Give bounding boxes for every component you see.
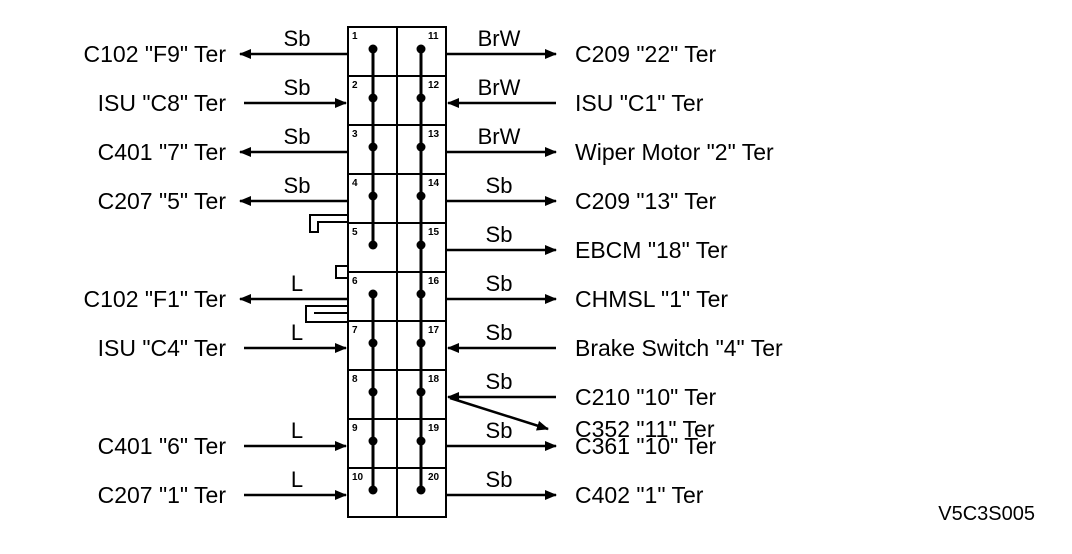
- terminal-label: C207 "1" Ter: [98, 482, 227, 508]
- wire-color-label: Sb: [284, 173, 311, 198]
- wire-color-label: BrW: [478, 75, 521, 100]
- terminal-label: ISU "C4" Ter: [98, 335, 227, 361]
- pin-number: 15: [428, 227, 440, 238]
- jumper-bracket: [335, 265, 348, 279]
- terminal-label: C209 "22" Ter: [575, 41, 717, 67]
- pin-number: 13: [428, 129, 440, 140]
- wire-color-label: Sb: [486, 369, 513, 394]
- terminal-label: C207 "5" Ter: [98, 188, 227, 214]
- wire-color-label: BrW: [478, 26, 521, 51]
- pin-number: 19: [428, 423, 440, 434]
- pin-number: 1: [352, 31, 358, 42]
- pin-number: 5: [352, 227, 358, 238]
- pin-number: 14: [428, 178, 440, 189]
- jumper-bracket: [305, 305, 348, 323]
- pin-number: 20: [428, 472, 440, 483]
- wire-color-label: L: [291, 467, 303, 492]
- wire-color-label: Sb: [284, 75, 311, 100]
- wire-color-label: L: [291, 418, 303, 443]
- terminal-label: Wiper Motor "2" Ter: [575, 139, 774, 165]
- terminal-label: ISU "C8" Ter: [98, 90, 227, 116]
- pin-number: 18: [428, 374, 440, 385]
- pin-number: 7: [352, 325, 358, 336]
- terminal-label: EBCM "18" Ter: [575, 237, 728, 263]
- terminal-label: C102 "F9" Ter: [84, 41, 227, 67]
- connector-cells: [348, 75, 446, 469]
- terminal-label: C402 "1" Ter: [575, 482, 704, 508]
- pin-number: 12: [428, 80, 440, 91]
- terminal-label: CHMSL "1" Ter: [575, 286, 728, 312]
- pin-number: 4: [352, 178, 358, 189]
- terminal-label: C210 "10" Ter: [575, 384, 717, 410]
- wire-color-label: Sb: [486, 271, 513, 296]
- pin-number: 3: [352, 129, 358, 140]
- pin-number: 9: [352, 423, 358, 434]
- wire-color-label: Sb: [486, 418, 513, 443]
- pin-number: 17: [428, 325, 440, 336]
- wire-color-label: L: [291, 320, 303, 345]
- pin-number: 16: [428, 276, 440, 287]
- terminal-label: C401 "7" Ter: [98, 139, 227, 165]
- pin-number: 6: [352, 276, 358, 287]
- wire-color-label: L: [291, 271, 303, 296]
- wire-color-label: Sb: [486, 467, 513, 492]
- wire-color-label: Sb: [284, 124, 311, 149]
- wire-color-label: Sb: [486, 320, 513, 345]
- terminal-label: C352 "11" Ter: [575, 416, 715, 442]
- pin-number: 10: [352, 472, 364, 483]
- terminal-label: C102 "F1" Ter: [84, 286, 227, 312]
- pin-number: 2: [352, 80, 358, 91]
- terminal-label: C361 "10" Ter: [575, 433, 717, 459]
- terminal-label: C209 "13" Ter: [575, 188, 717, 214]
- diagram-code: V5C3S005: [938, 503, 1035, 525]
- bus-links: [305, 44, 426, 495]
- wire-color-label: Sb: [284, 26, 311, 51]
- wires: [239, 49, 557, 500]
- jumper-bracket: [309, 214, 348, 233]
- wire-color-label: BrW: [478, 124, 521, 149]
- pin-number: 11: [428, 31, 439, 42]
- wire-arrow: [449, 396, 549, 431]
- wire-color-label: Sb: [486, 173, 513, 198]
- terminal-label: Brake Switch "4" Ter: [575, 335, 783, 361]
- wire-color-label: Sb: [486, 222, 513, 247]
- terminal-label: C401 "6" Ter: [98, 433, 227, 459]
- pin-number: 8: [352, 374, 358, 385]
- terminal-label: ISU "C1" Ter: [575, 90, 704, 116]
